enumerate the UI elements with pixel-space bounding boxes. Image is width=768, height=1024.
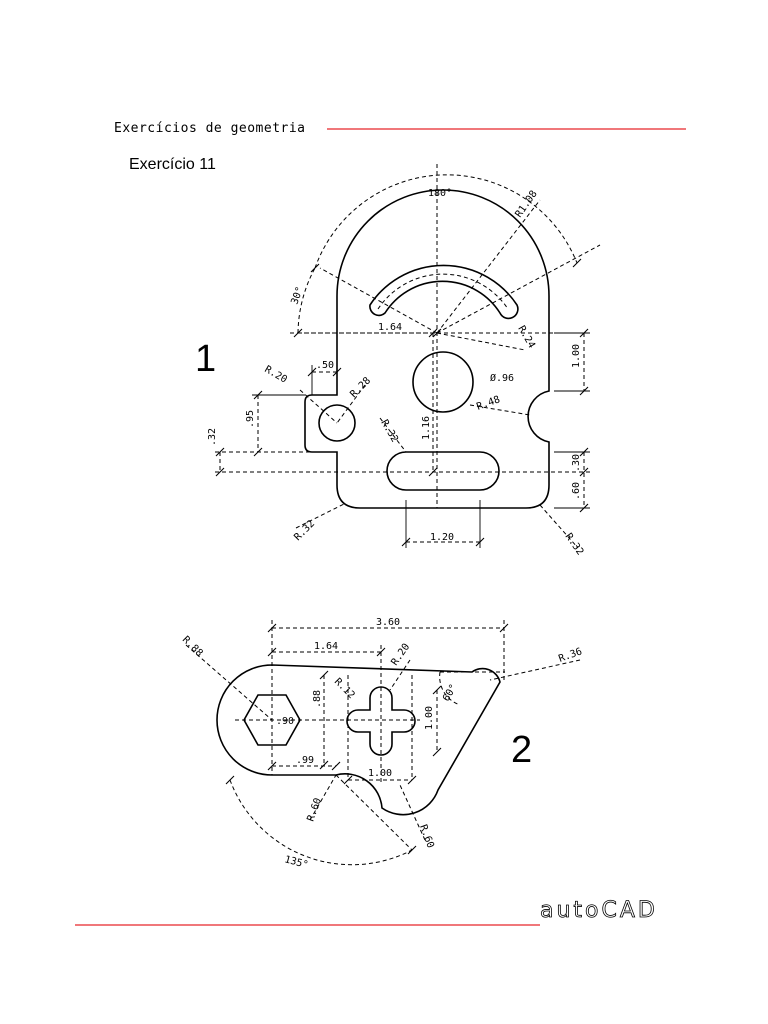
- fig2-label-60deg: 60°: [441, 682, 460, 703]
- fig2-leader-r88: [185, 644, 273, 721]
- fig1-180-arc: [314, 174, 578, 269]
- fig2-leader-r60a: [309, 774, 337, 821]
- fig1-label-r32a: R.32: [378, 418, 400, 444]
- fig1-ray-30: [319, 267, 438, 334]
- fig2-label-r20: R.20: [389, 642, 412, 668]
- figure-2-number: 2: [511, 729, 532, 771]
- fig1-label-100: 1.00: [571, 344, 582, 368]
- fig2-label-135: 135°: [283, 854, 309, 871]
- fig1-label-r32c: R.32: [563, 531, 586, 557]
- fig2-label-164: 1.64: [314, 641, 338, 652]
- figure-1: 1: [195, 164, 601, 557]
- fig2-ticks: [225, 623, 509, 855]
- fig2-ray-135: [335, 774, 413, 851]
- fig2-label-100b: 1.00: [368, 768, 392, 779]
- fig1-dim-180: 180°: [428, 188, 452, 199]
- subject-header: Exercícios de geometria: [114, 121, 306, 136]
- fig1-label-r32b: R.32: [292, 518, 317, 543]
- fig2-135-arc: [229, 779, 413, 866]
- fig1-label-r20: R.20: [263, 364, 289, 386]
- fig1-label-r24: R.24: [515, 324, 537, 350]
- fig2-label-r60b: R.60: [417, 823, 436, 849]
- fig1-label-120: 1.20: [430, 532, 454, 543]
- fig2-label-360: 3.60: [376, 617, 400, 628]
- fig2-label-100: 1.00: [424, 706, 435, 730]
- fig1-label-30: .30: [571, 454, 582, 472]
- fig1-leader-r32-left: [295, 503, 345, 529]
- fig2-leader-r20: [389, 659, 411, 691]
- fig2-label-88: .88: [312, 690, 323, 708]
- fig2-label-r60a: R.60: [305, 797, 324, 823]
- fig1-bottom-slot: [386, 451, 500, 491]
- fig2-label-r12: R.12: [332, 676, 357, 701]
- fig1-outer-contour: [304, 189, 550, 509]
- fig1-label-dia96: Ø.96: [490, 372, 514, 384]
- fig1-leader-r28: [336, 384, 366, 424]
- fig1-arc-slot: [369, 264, 519, 320]
- fig1-ticks: [215, 258, 589, 547]
- fig1-leader-r32-right: [539, 504, 579, 549]
- fig1-label-116: 1.16: [421, 416, 432, 440]
- fig1-large-hole: [412, 351, 474, 413]
- fig1-small-hole: [318, 404, 356, 442]
- fig1-label-164: 1.64: [378, 322, 402, 333]
- fig1-radius-r24: [436, 332, 526, 351]
- fig1-label-r28: R.28: [348, 375, 373, 400]
- fig1-label-95: .95: [245, 410, 256, 428]
- fig1-label-60: .60: [571, 482, 582, 500]
- fig2-leader-r60b: [399, 784, 426, 841]
- fig2-label-r88: R.88: [180, 634, 205, 659]
- fig2-label-99: .99: [296, 755, 314, 766]
- figure-1-number: 1: [195, 338, 216, 380]
- brand-logo: autoCAD: [540, 898, 658, 923]
- fig2-outer-contour: [216, 664, 501, 816]
- fig1-ray: [436, 244, 601, 334]
- fig2-label-90: .90: [276, 716, 294, 727]
- fig1-label-50: .50: [316, 360, 334, 371]
- fig1-leader-r20: [299, 389, 338, 424]
- exercise-title: Exercício 11: [129, 156, 216, 173]
- fig1-radius-r108: [436, 199, 541, 334]
- figure-2: 2: [180, 617, 584, 871]
- fig1-label-32: .32: [207, 428, 218, 446]
- fig2-arc-60: [439, 671, 461, 706]
- fig1-slot-centerline: [377, 273, 509, 310]
- fig2-leader-r36: [489, 659, 581, 681]
- fig1-leader-r32: [379, 417, 407, 453]
- fig1-leader-r48: [469, 404, 531, 416]
- fig1-dim-30: 30°: [289, 285, 306, 306]
